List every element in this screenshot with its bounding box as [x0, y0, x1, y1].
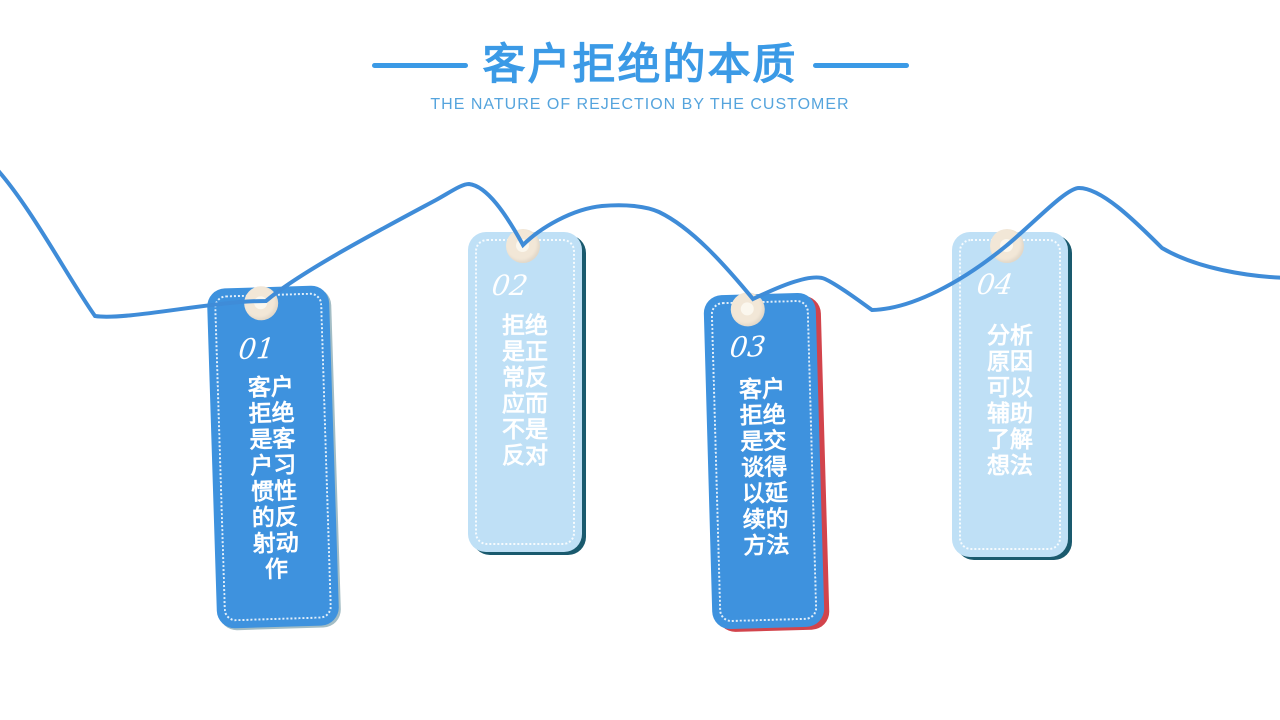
tag-03-number: 03 — [728, 329, 768, 364]
title-row: 客户拒绝的本质 — [371, 41, 909, 89]
tag-01-text: 客户 拒绝 是客 户习 惯性 的反 射动 作 — [247, 373, 300, 583]
tag-02-number: 02 — [489, 269, 531, 302]
title-dash-right — [812, 63, 909, 69]
slide-header: 客户拒绝的本质 THE NATURE OF REJECTION BY THE C… — [0, 41, 1280, 114]
tag-04-number: 04 — [974, 268, 1016, 301]
tag-01-number: 01 — [236, 331, 277, 367]
tag-03-string-hole — [730, 291, 766, 327]
slide-subtitle: THE NATURE OF REJECTION BY THE CUSTOMER — [430, 96, 850, 114]
tag-04-text: 分析 原因 可以 辅助 了解 想法 — [987, 322, 1033, 478]
tag-04-string-hole — [990, 229, 1024, 263]
tag-03-text: 客户 拒绝 是交 谈得 以延 续的 方法 — [738, 375, 790, 559]
tag-04: 04 分析 原因 可以 辅助 了解 想法 — [952, 229, 1068, 557]
tag-02-string-hole — [506, 229, 540, 263]
tag-01-string-hole — [243, 285, 279, 321]
tag-03: 03 客户 拒绝 是交 谈得 以延 续的 方法 — [703, 291, 825, 630]
slide-title: 客户拒绝的本质 — [482, 41, 798, 89]
tag-02: 02 拒绝 是正 常反 应而 不是 反对 — [468, 229, 582, 552]
string-path — [0, 169, 1280, 319]
tag-02-text: 拒绝 是正 常反 应而 不是 反对 — [502, 312, 548, 468]
tag-01: 01 客户 拒绝 是客 户习 惯性 的反 射动 作 — [206, 285, 340, 629]
title-dash-left — [371, 63, 468, 69]
